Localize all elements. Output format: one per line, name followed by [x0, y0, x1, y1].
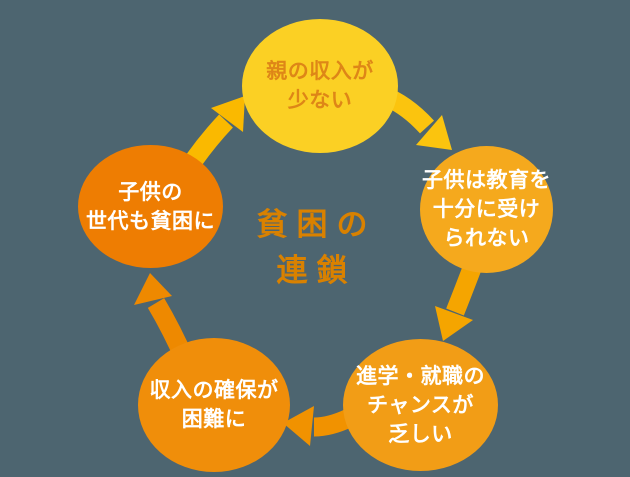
arrow-career-chance-to-income-security-icon [283, 406, 354, 446]
diagram-title-line: 連鎖 [276, 253, 357, 288]
cycle-node-parent-income: 親の収入が 少ない [242, 19, 398, 153]
diagram-title-line: 貧困の [256, 207, 377, 242]
node-label-line: チャンスが [367, 393, 474, 417]
node-label-line: 世代も貧困に [86, 209, 215, 233]
node-label-line: 子供は教育を [422, 169, 551, 192]
node-label-income-security: 収入の確保が 困難に [150, 376, 279, 434]
cycle-node-career-chance: 進学・就職の チャンスが 乏しい [343, 339, 498, 471]
node-label-parent-income: 親の収入が 少ない [266, 57, 374, 115]
node-label-line: 少ない [287, 89, 353, 112]
node-label-child-education: 子供は教育を 十分に受け られない [422, 166, 551, 253]
node-label-line: られない [443, 227, 530, 250]
cycle-node-income-security: 収入の確保が 困難に [138, 338, 290, 472]
node-label-line: 親の収入が [266, 60, 374, 83]
arrow-child-education-to-career-chance-icon [435, 259, 483, 341]
arrow-next-generation-to-parent-income-icon [186, 96, 245, 166]
cycle-node-child-education: 子供は教育を 十分に受け られない [420, 146, 553, 273]
node-label-line: 十分に受け [432, 198, 541, 221]
node-label-line: 困難に [181, 408, 247, 431]
node-label-line: 収入の確保が [149, 379, 279, 402]
node-label-line: 乏しい [388, 422, 453, 446]
node-label-line: 子供の [118, 180, 183, 204]
node-label-line: 進学・就職の [356, 364, 485, 388]
diagram-title: 貧困の 連鎖 [222, 202, 402, 294]
cycle-node-next-generation-poverty: 子供の 世代も貧困に [78, 145, 223, 268]
node-label-career-chance: 進学・就職の チャンスが 乏しい [356, 362, 485, 449]
node-label-next-generation-poverty: 子供の 世代も貧困に [86, 178, 215, 236]
